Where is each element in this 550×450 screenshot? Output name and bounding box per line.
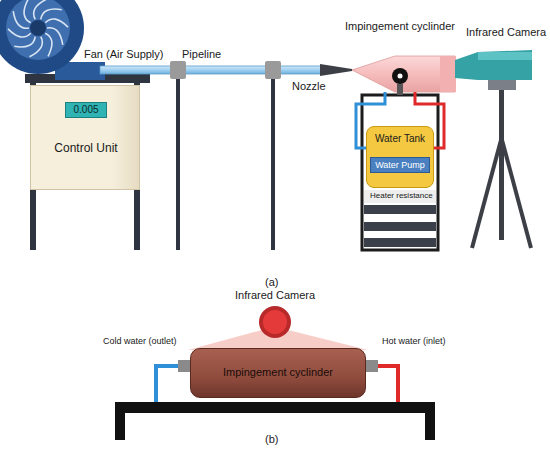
tank-stand	[364, 205, 436, 214]
fan	[8, 29, 31, 37]
infrared-camera	[499, 90, 504, 240]
cylinder-label: Impingement cyclinder	[191, 366, 365, 379]
infrared-camera	[455, 50, 532, 80]
control-display: 0.005	[65, 102, 107, 118]
pipeline	[271, 78, 275, 250]
impingement-cylinder	[352, 56, 456, 92]
infrared-camera	[455, 50, 532, 248]
fan	[24, 0, 31, 23]
hot-water-label: Hot water (inlet)	[382, 336, 446, 346]
pipeline	[176, 78, 180, 250]
nozzle	[320, 64, 352, 76]
infrared-camera-top	[259, 306, 291, 338]
pipeline	[100, 66, 322, 74]
table	[115, 402, 125, 440]
impingement-cylinder-top: Impingement cyclinder	[190, 348, 366, 398]
fan	[45, 19, 68, 27]
pipeline-label: Pipeline	[182, 48, 221, 61]
part-label: (b)	[265, 433, 278, 446]
tank-stand	[362, 95, 438, 250]
infrared-camera	[472, 140, 501, 248]
fan	[0, 0, 105, 80]
infrared-camera-top	[263, 310, 287, 334]
control-stand	[25, 74, 150, 250]
table	[425, 402, 435, 440]
tank-stand	[364, 190, 436, 203]
fan	[34, 0, 47, 19]
table	[115, 402, 435, 413]
fan	[30, 37, 43, 57]
pump-label: Water Pump	[371, 160, 429, 170]
impingement-cylinder	[352, 56, 455, 92]
pipeline	[170, 61, 186, 79]
cylinder-fitting	[392, 68, 408, 84]
infrared-camera	[478, 52, 532, 60]
fan	[41, 9, 62, 19]
tank-stand	[362, 95, 438, 250]
impingement-cylinder	[440, 56, 456, 92]
cylinder-fitting	[397, 84, 403, 95]
heater-label: Heater resistance	[370, 191, 433, 200]
tank-stand	[364, 222, 436, 231]
water-pipes-b	[178, 360, 190, 372]
nozzle-label: Nozzle	[292, 80, 326, 93]
infrared-camera	[502, 140, 531, 248]
part-label: (a)	[265, 276, 278, 289]
camera-label-top: Infrared Camera	[235, 289, 315, 302]
infrared-camera-top	[259, 306, 291, 338]
fan	[14, 37, 35, 47]
display-value: 0.005	[66, 104, 106, 116]
cold-water-label: Cold water (outlet)	[103, 336, 177, 346]
impingement-cylinder-node: Impingement cyclinder	[335, 20, 465, 92]
fan-label: Fan (Air Supply)	[84, 48, 163, 61]
cylinder-heading: Impingement cyclinder	[335, 20, 465, 33]
tank-label: Water Tank	[367, 133, 433, 145]
fan	[45, 33, 52, 56]
fan	[30, 20, 46, 36]
fan	[6, 0, 70, 60]
water-pipes-b	[366, 360, 378, 372]
water-pump: Water Pump	[370, 157, 430, 173]
infrared-camera	[488, 80, 516, 90]
water-tank: Water TankWater Pump	[366, 126, 434, 188]
control-unit-label: Control Unit	[31, 142, 141, 156]
tank-stand	[364, 238, 436, 247]
fan	[0, 0, 84, 74]
camera-label: Infrared Camera	[466, 26, 546, 39]
cylinder-fitting	[398, 74, 403, 79]
pipeline	[265, 61, 281, 79]
control-unit-box: Control Unit 0.005	[30, 85, 140, 190]
